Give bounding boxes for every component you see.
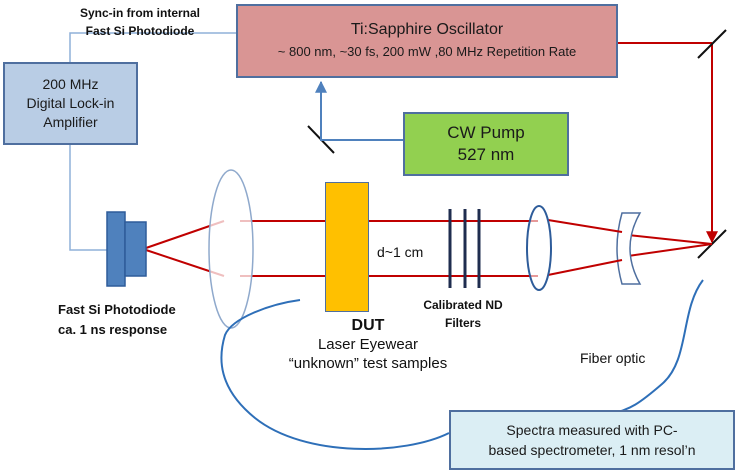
spectrometer-box: Spectra measured with PC- based spectrom…: [449, 410, 735, 470]
photodiode-head: [124, 221, 147, 277]
dut-label: DUT Laser Eyewear “unknown” test samples: [268, 316, 468, 373]
pump-feed-arrow: [315, 80, 403, 141]
fiber-optic-label: Fiber optic: [580, 350, 646, 366]
beam-converge-upper: [547, 219, 623, 233]
fiber-optic-cable: [609, 279, 704, 415]
sync-label-line-2: Fast Si Photodiode: [85, 24, 195, 38]
nd-filters-line-2: Filters: [444, 316, 481, 330]
nd-filters-label: Calibrated ND Filters: [408, 296, 518, 332]
spectrometer-cable: [220, 299, 450, 450]
detector-signal-line: [69, 145, 107, 251]
nd-filters-line-1: Calibrated ND: [423, 298, 503, 312]
lock-in-line-2: Digital Lock-in: [26, 95, 115, 111]
top-mirror: [697, 29, 727, 59]
photodiode-body: [106, 211, 126, 287]
lock-in-line-3: Amplifier: [43, 114, 98, 130]
dut-title: DUT: [351, 317, 385, 334]
concave-mirror: [616, 212, 642, 285]
dut-line-2: “unknown” test samples: [288, 355, 448, 372]
oscillator-title: Ti:Sapphire Oscillator: [350, 21, 504, 38]
dut-line-1: Laser Eyewear: [317, 336, 419, 353]
collimating-lens: [526, 205, 552, 291]
dut-sample-block: [325, 182, 369, 312]
sync-in-label: Sync-in from internal Fast Si Photodiode: [80, 4, 200, 40]
distance-label: d~1 cm: [377, 244, 424, 260]
sync-signal-line: [69, 32, 236, 62]
beam-converge-lower: [547, 259, 623, 276]
lock-in-line-1: 200 MHz: [42, 76, 99, 92]
spectrometer-line-2: based spectrometer, 1 nm resol’n: [488, 442, 696, 458]
photodiode-label-line-1: Fast Si Photodiode: [58, 302, 176, 317]
sync-label-line-1: Sync-in from internal: [80, 6, 201, 20]
photodiode-label: Fast Si Photodiode ca. 1 ns response: [58, 300, 176, 340]
pump-line-1: CW Pump: [447, 123, 525, 142]
pump-line-2: 527 nm: [457, 145, 515, 164]
cw-pump-box: CW Pump 527 nm: [403, 112, 569, 176]
photodiode-label-line-2: ca. 1 ns response: [58, 322, 168, 337]
focusing-lens: [208, 169, 254, 329]
beam-return-lower: [627, 243, 713, 257]
ti-sapphire-oscillator-box: Ti:Sapphire Oscillator ~ 800 nm, ~30 fs,…: [236, 4, 618, 78]
oscillator-specs: ~ 800 nm, ~30 fs, 200 mW ,80 MHz Repetit…: [277, 44, 577, 59]
beam-return-upper: [627, 234, 713, 245]
lock-in-amplifier-box: 200 MHz Digital Lock-in Amplifier: [3, 62, 138, 145]
spectrometer-line-1: Spectra measured with PC-: [506, 422, 678, 438]
